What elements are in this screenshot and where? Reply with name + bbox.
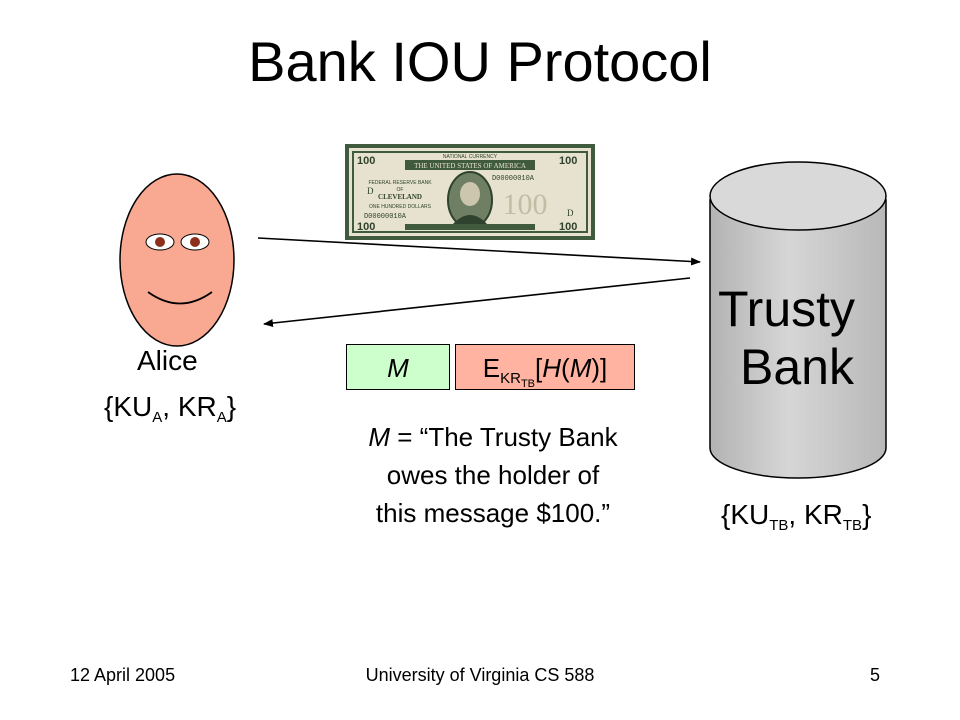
svg-text:100: 100	[357, 221, 375, 233]
bank-cylinder-icon	[709, 161, 887, 479]
message-description-line1: M = “The Trusty Bank	[368, 422, 618, 452]
message-description-line3: this message $100.”	[375, 498, 611, 528]
svg-text:FEDERAL RESERVE BANK: FEDERAL RESERVE BANK	[368, 180, 432, 186]
bank-keys: {KUTB, KRTB}	[721, 499, 872, 534]
slide-title: Bank IOU Protocol	[248, 30, 712, 93]
svg-text:CLEVELAND: CLEVELAND	[378, 193, 422, 201]
footer-date: 12 April 2005	[70, 665, 176, 685]
arrow-to-alice	[263, 277, 691, 328]
message-box: M	[346, 344, 450, 390]
arrow-to-bank	[257, 237, 701, 266]
svg-text:ONE HUNDRED DOLLARS: ONE HUNDRED DOLLARS	[369, 204, 432, 210]
svg-text:D00000010A: D00000010A	[364, 213, 407, 221]
alice-name: Alice	[137, 345, 198, 376]
svg-text:100: 100	[559, 221, 577, 233]
message-description-line2: owes the holder of	[386, 460, 600, 490]
alice-keys: {KUA, KRA}	[104, 391, 237, 426]
bank-name-line1: Trusty	[718, 281, 856, 337]
svg-text:D00000010A: D00000010A	[492, 175, 535, 183]
bank-name: Trusty Bank	[688, 280, 888, 396]
bank-name-line2: Bank	[740, 339, 854, 395]
svg-text:100: 100	[559, 155, 577, 167]
svg-text:OF: OF	[397, 187, 404, 193]
svg-text:NATIONAL CURRENCY: NATIONAL CURRENCY	[443, 154, 498, 160]
alice-face-icon	[119, 173, 235, 347]
svg-text:D: D	[567, 208, 574, 218]
svg-text:THE UNITED STATES OF AMERICA: THE UNITED STATES OF AMERICA	[414, 162, 526, 170]
slide-number: 5	[870, 665, 881, 685]
svg-text:D: D	[367, 186, 374, 196]
svg-text:100: 100	[503, 188, 548, 221]
message-description: M = “The Trusty Bank owes the holder of …	[323, 418, 663, 532]
signature-box: EKRTB[H(M)]	[455, 344, 635, 390]
footer-course: University of Virginia CS 588	[365, 665, 595, 685]
banknote-image: 100 100 100 100 NATIONAL CURRENCY THE UN…	[345, 144, 595, 240]
svg-text:100: 100	[357, 155, 375, 167]
